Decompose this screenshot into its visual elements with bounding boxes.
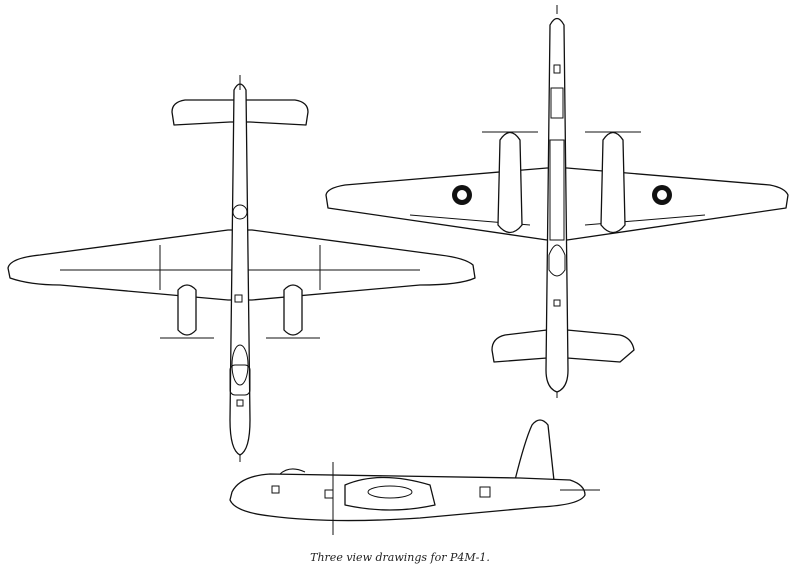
figure-caption: Three view drawings for P4M-1.	[310, 551, 490, 564]
bottom-view-engine-left	[482, 131, 538, 234]
side-view-tail-fin	[514, 419, 556, 491]
side-view	[229, 419, 600, 535]
top-view-engine-left	[160, 284, 214, 339]
bottom-view-fuselage	[545, 17, 569, 393]
bottom-view-engine-right	[585, 131, 641, 234]
top-view	[7, 75, 476, 462]
top-view-fuselage	[229, 83, 251, 456]
bottom-view	[325, 5, 789, 398]
top-view-engine-right	[266, 284, 320, 339]
